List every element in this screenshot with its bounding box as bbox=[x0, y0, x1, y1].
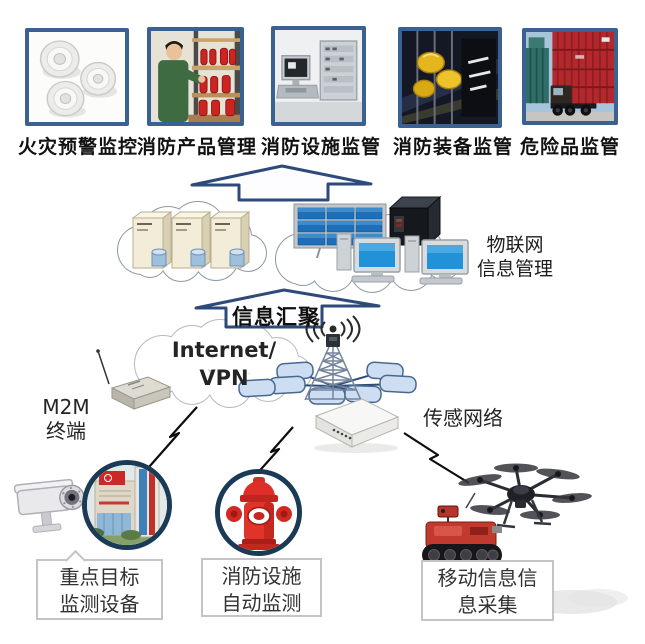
caption-hazardous-goods-supervision: 危险品监管 bbox=[519, 136, 620, 158]
up-arrow-top bbox=[190, 164, 373, 202]
key-target-circle bbox=[82, 460, 172, 550]
m2m-label-line1: M2M bbox=[42, 395, 90, 419]
photo-smoke-detectors bbox=[25, 28, 129, 126]
caption-fire-warning-monitoring: 火灾预警监控 bbox=[17, 136, 138, 158]
m2m-terminal-icon bbox=[96, 349, 172, 410]
lightning-link-left bbox=[148, 406, 198, 468]
lightning-link-middle bbox=[253, 426, 294, 478]
gateway-device-icon bbox=[314, 398, 400, 453]
mobile-info-line2: 息采集 bbox=[457, 593, 518, 617]
server-cube-icon bbox=[388, 195, 442, 247]
fire-facility-line2: 自动监测 bbox=[221, 591, 302, 615]
wifi-signal-icon bbox=[305, 315, 361, 343]
fire-robot-icon bbox=[422, 492, 502, 566]
database-servers-icon bbox=[131, 211, 251, 269]
fire-facility-auto-monitoring-box: 消防设施 自动监测 bbox=[201, 558, 322, 617]
caption-fire-facility-supervision: 消防设施监管 bbox=[260, 136, 381, 158]
workstation-pcs-icon bbox=[336, 233, 469, 285]
caption-fire-product-management: 消防产品管理 bbox=[136, 136, 257, 158]
m2m-terminal-label: M2M 终端 bbox=[28, 395, 104, 443]
internet-label-line1: Internet/ bbox=[171, 338, 277, 362]
internet-label-line2: VPN bbox=[199, 366, 249, 390]
photo-extinguisher-inspection bbox=[147, 27, 244, 126]
building-photo-icon bbox=[87, 465, 167, 545]
key-target-line1: 重点目标 bbox=[59, 565, 140, 589]
fire-hydrant-circle bbox=[215, 469, 302, 556]
lightning-link-right bbox=[403, 432, 470, 484]
mobile-info-collection-box: 移动信息信 息采集 bbox=[421, 560, 554, 621]
up-arrow-aggregation bbox=[194, 288, 381, 329]
iot-information-management-label: 物联网 信息管理 bbox=[452, 233, 578, 281]
drone-icon bbox=[458, 463, 592, 529]
key-target-line2: 监测设备 bbox=[59, 592, 140, 616]
m2m-label-line2: 终端 bbox=[46, 419, 86, 443]
management-cloud bbox=[275, 195, 469, 293]
transmission-tower-icon bbox=[304, 315, 362, 401]
iot-label-line1: 物联网 bbox=[486, 234, 544, 256]
cctv-camera-icon bbox=[13, 478, 85, 533]
photo-control-console bbox=[271, 26, 366, 126]
lightning-links bbox=[148, 406, 470, 484]
photo-cargo-containers bbox=[522, 28, 618, 125]
mobile-info-line1: 移动信息信 bbox=[437, 566, 538, 590]
information-aggregation-label: 信息汇聚 bbox=[232, 305, 320, 329]
photo-helmet-equipment bbox=[398, 27, 502, 128]
server-cloud bbox=[117, 201, 267, 282]
iot-label-line2: 信息管理 bbox=[476, 258, 553, 280]
caption-fire-equipment-supervision: 消防装备监管 bbox=[392, 136, 513, 158]
key-target-monitoring-box: 重点目标 监测设备 bbox=[36, 549, 163, 620]
fire-facility-line1: 消防设施 bbox=[221, 564, 302, 588]
sensor-network-label: 传感网络 bbox=[423, 406, 503, 430]
internet-vpn-label: Internet/ VPN bbox=[168, 336, 280, 392]
fire-hydrant-icon bbox=[220, 474, 297, 551]
